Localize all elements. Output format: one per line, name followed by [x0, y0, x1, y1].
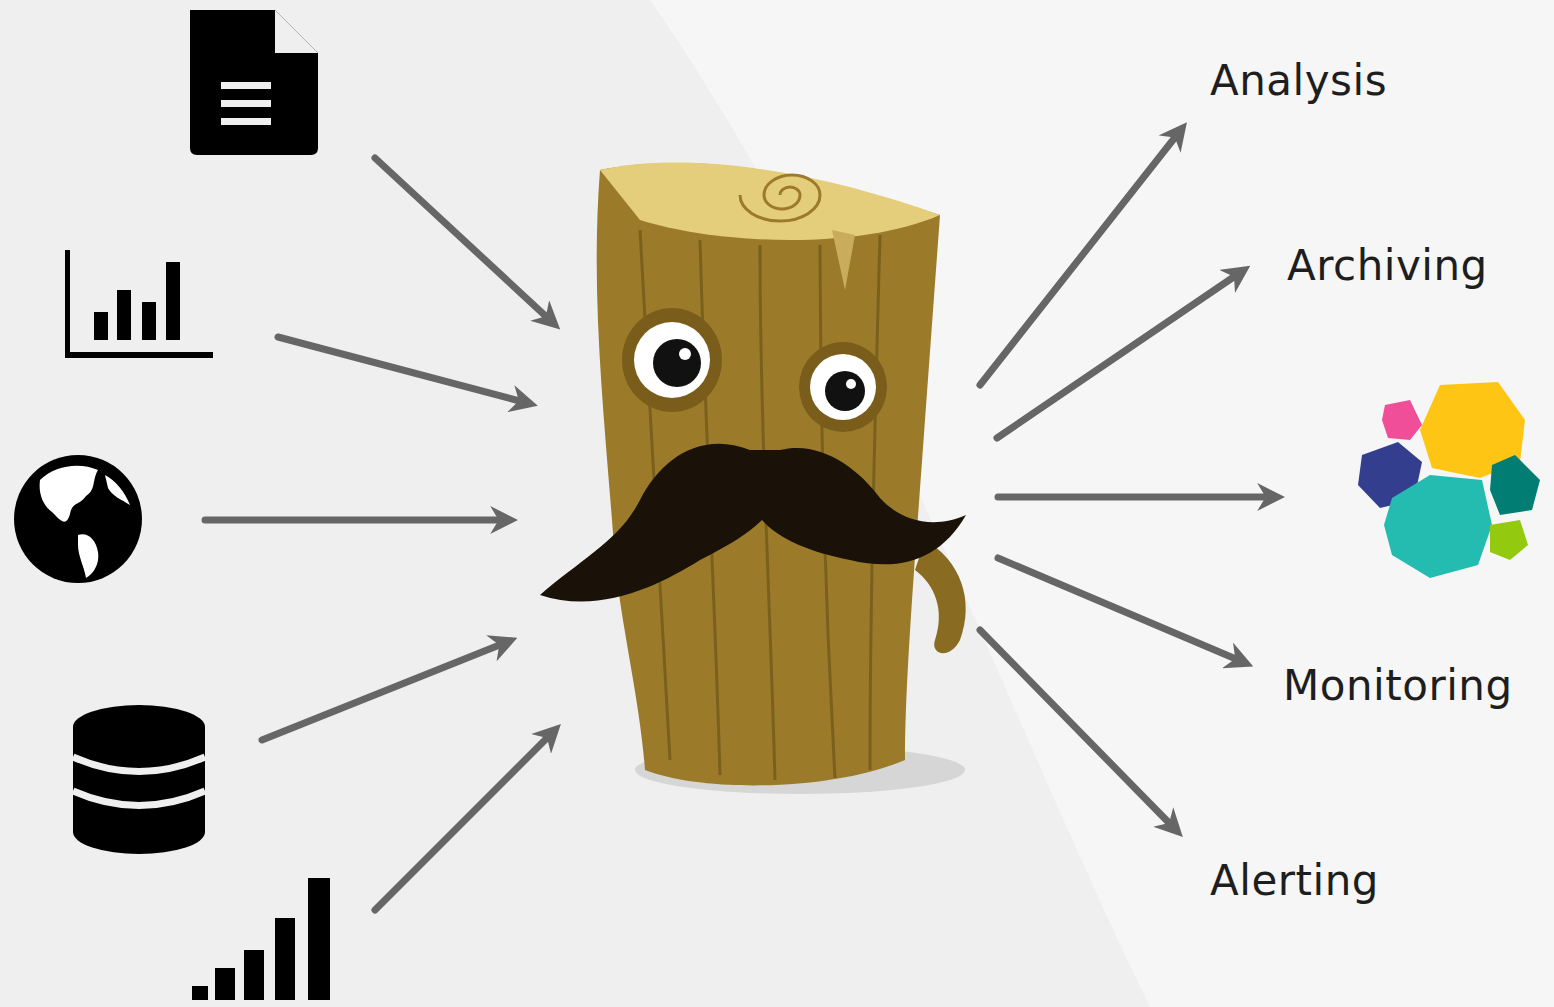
elastic-logo-part	[1384, 475, 1492, 578]
log-mascot-part	[634, 322, 710, 398]
flow-arrows-part	[205, 517, 507, 524]
log-mascot-part	[832, 230, 855, 290]
log-mascot-part	[540, 444, 966, 602]
globe-icon-part	[78, 534, 98, 578]
globe-icon-part	[14, 455, 142, 583]
document-icon-part	[221, 118, 271, 125]
database-icon	[73, 705, 205, 854]
log-mascot-part	[799, 342, 887, 432]
bar-chart-icon-part	[166, 262, 180, 340]
output-label: Alerting	[1210, 860, 1379, 902]
elastic-logo-part	[1490, 520, 1528, 560]
signal-icon-part	[244, 950, 264, 1000]
database-icon-part	[73, 757, 205, 772]
signal-icon-part	[192, 986, 208, 1000]
log-mascot-part	[679, 348, 691, 360]
document-icon	[190, 10, 318, 155]
signal-icon-part	[215, 968, 235, 1000]
log-mascot	[540, 163, 966, 794]
flow-arrows	[205, 131, 1274, 910]
flow-arrows-part	[980, 131, 1180, 385]
bar-chart-icon-part	[94, 312, 108, 340]
globe-icon-part	[40, 466, 98, 522]
flow-arrows-part	[278, 337, 527, 403]
log-mascot-part	[915, 540, 966, 653]
log-mascot-part	[825, 371, 865, 411]
flow-arrows-part	[262, 642, 507, 740]
database-icon-part	[73, 791, 205, 806]
globe-icon-part	[105, 475, 130, 505]
database-icon-part	[73, 810, 205, 854]
elastic-logo	[1358, 382, 1540, 578]
log-mascot-part	[810, 354, 876, 420]
document-icon-part	[221, 100, 271, 107]
output-label: Archiving	[1287, 245, 1488, 287]
log-mascot-part	[600, 163, 940, 240]
flow-arrows-part	[375, 732, 553, 910]
document-icon-part	[190, 10, 318, 155]
signal-icon	[192, 878, 330, 1000]
elastic-logo-part	[1382, 400, 1422, 440]
log-mascot-part	[653, 339, 701, 387]
log-mascot-part	[622, 308, 722, 412]
bar-chart-icon-part	[65, 250, 70, 358]
document-icon-part	[221, 82, 271, 89]
signal-icon-part	[275, 918, 295, 1000]
bar-chart-icon-part	[65, 352, 213, 358]
log-mascot-part	[846, 379, 856, 389]
flow-arrows-part	[980, 630, 1175, 829]
flow-arrows-part	[375, 158, 552, 322]
elastic-logo-part	[1490, 455, 1540, 515]
document-icon-part	[275, 10, 318, 53]
bar-chart-icon-part	[117, 290, 131, 340]
flow-arrows-part	[998, 558, 1243, 662]
output-label: Analysis	[1210, 60, 1387, 102]
flow-arrows-part	[998, 494, 1274, 501]
signal-icon-part	[308, 878, 330, 1000]
bar-chart-icon-part	[142, 302, 156, 340]
log-mascot-part	[740, 175, 820, 221]
output-label: Monitoring	[1283, 665, 1513, 707]
flow-arrows-part	[997, 272, 1241, 438]
globe-icon	[14, 455, 142, 583]
bar-chart-icon	[65, 250, 213, 358]
